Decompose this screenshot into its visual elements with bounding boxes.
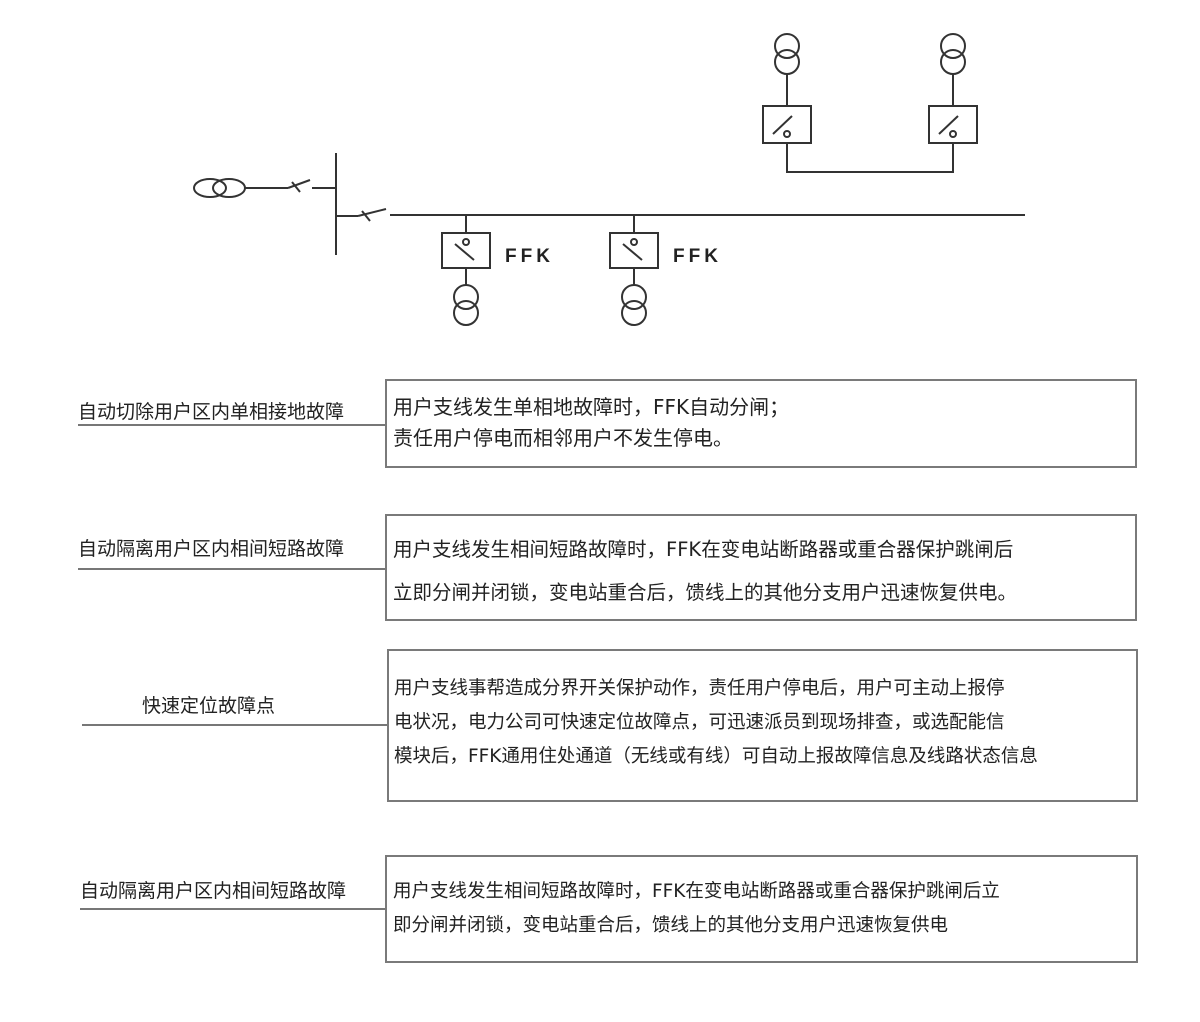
transformer-icon — [453, 284, 479, 326]
description-box: 用户支线发生单相地故障时，FFK自动分闸； 责任用户停电而相邻用户不发生停电。 — [385, 379, 1137, 468]
description-line: 立即分闸并闭锁，变电站重合后，馈线上的其他分支用户迅速恢复供电。 — [393, 581, 1018, 604]
feature-label: 自动隔离用户区内相间短路故障 — [80, 880, 347, 902]
transformer-icon — [621, 284, 647, 326]
description-box: 用户支线发生相间短路故障时，FFK在变电站断路器或重合器保护跳闸后立 即分闸并闭… — [385, 855, 1138, 963]
tie-line — [786, 143, 954, 173]
description-line: 即分闸并闭锁，变电站重合后，馈线上的其他分支用户迅速恢复供电 — [393, 915, 949, 936]
ffk-label: FFK — [673, 246, 722, 267]
incoming-switch-icon — [287, 179, 336, 193]
description-line: 用户支线发生相间短路故障时，FFK在变电站断路器或重合器保护跳闸后立 — [393, 881, 1000, 902]
leader-line — [82, 724, 388, 726]
feature-label: 快速定位故障点 — [142, 695, 276, 717]
leader-line — [80, 908, 386, 910]
description-line: 用户支线事帮造成分界开关保护动作，责任用户停电后，用户可主动上报停 — [394, 678, 1005, 699]
ffk-switch-icon — [609, 215, 659, 285]
feeder-switch-icon — [336, 208, 387, 222]
feature-label: 自动隔离用户区内相间短路故障 — [78, 538, 345, 560]
description-box: 用户支线事帮造成分界开关保护动作，责任用户停电后，用户可主动上报停 电状况，电力… — [387, 649, 1138, 802]
transformer-icon — [940, 33, 966, 75]
ffk-label: FFK — [505, 246, 554, 267]
switch-icon — [928, 105, 978, 144]
leader-line — [78, 424, 386, 426]
switch-icon — [762, 105, 812, 144]
feature-label: 自动切除用户区内单相接地故障 — [78, 401, 345, 423]
ffk-switch-icon — [441, 215, 491, 285]
description-line: 责任用户停电而相邻用户不发生停电。 — [393, 426, 733, 450]
transformer-icon — [774, 33, 800, 75]
single-line-diagram: FFK FFK — [193, 33, 1025, 326]
description-line: 用户支线发生相间短路故障时，FFK在变电站断路器或重合器保护跳闸后 — [393, 538, 1014, 561]
description-line: 模块后，FFK通用住处通道（无线或有线）可自动上报故障信息及线路状态信息 — [394, 746, 1038, 767]
source-transformer-icon — [193, 178, 246, 198]
description-box: 用户支线发生相间短路故障时，FFK在变电站断路器或重合器保护跳闸后 立即分闸并闭… — [385, 514, 1137, 621]
description-line: 用户支线发生单相地故障时，FFK自动分闸； — [393, 395, 790, 419]
leader-line — [78, 568, 386, 570]
description-line: 电状况，电力公司可快速定位故障点，可迅速派员到现场排查，或选配能信 — [394, 712, 1005, 733]
